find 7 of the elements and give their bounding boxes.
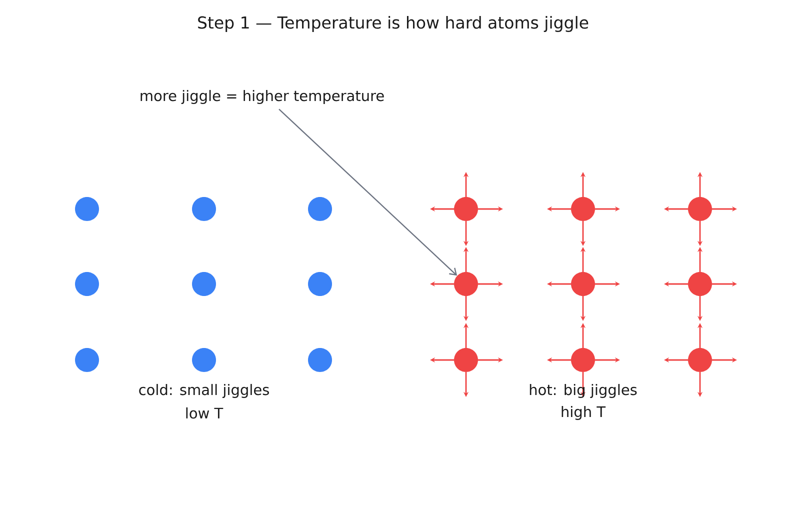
title: Step 1 — Temperature is how hard atoms jiggle [198, 16, 588, 32]
caption: cold: small jiggles [139, 384, 269, 398]
arrow [278, 108, 458, 276]
caption: high T [562, 406, 606, 420]
annotation-text: more jiggle = higher temperature [140, 90, 384, 104]
atom [454, 272, 478, 296]
caption: low T [186, 407, 224, 419]
